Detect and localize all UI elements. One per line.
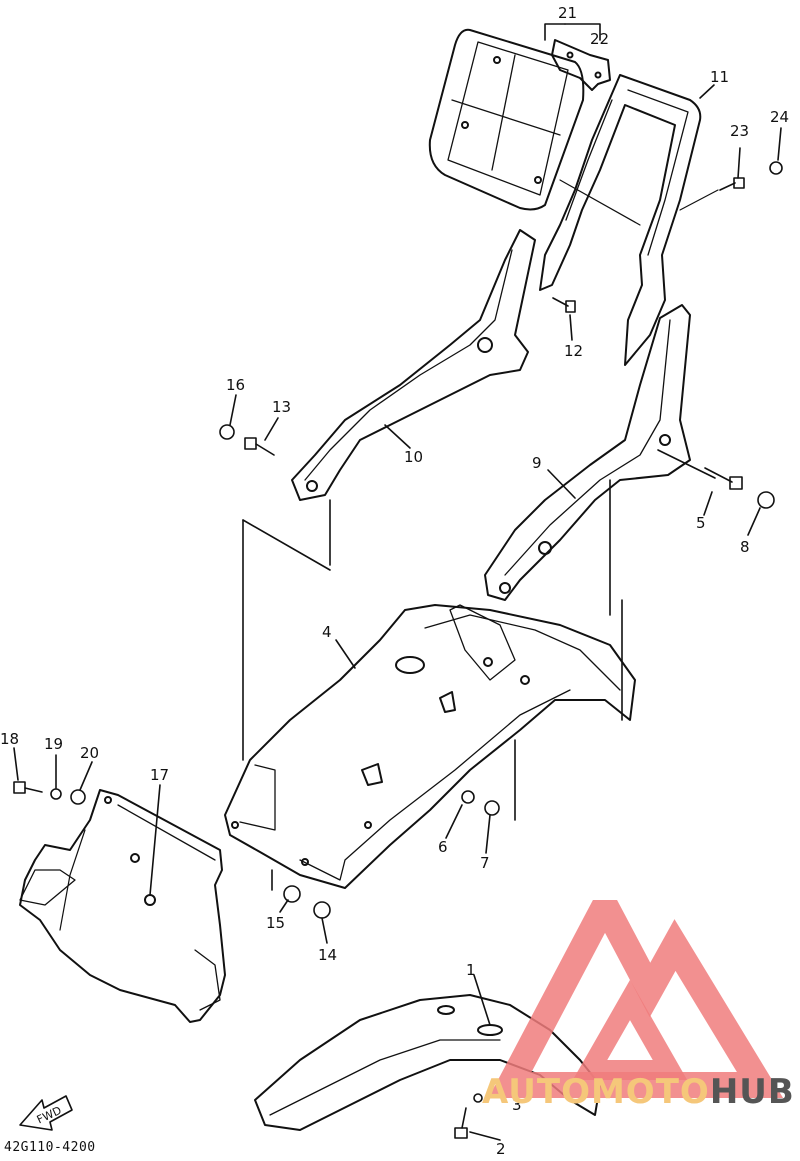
callout-22: 22 (590, 30, 609, 48)
callout-14: 14 (318, 946, 337, 964)
callout-12: 12 (564, 342, 583, 360)
watermark-wordmark: AUTOMOTOHUB (482, 1072, 795, 1112)
part-17-mud-flap (19, 789, 226, 1023)
part-11-upper-frame (539, 74, 719, 366)
assembly-guide-lines (242, 449, 716, 891)
watermark-word-a: AUTOMOTO (482, 1072, 710, 1112)
callout-11: 11 (710, 68, 729, 86)
callout-10: 10 (404, 448, 423, 466)
part-22-pad-bracket (551, 39, 611, 91)
callout-24: 24 (770, 108, 789, 126)
part-1-front-fender (254, 994, 601, 1131)
callout-8: 8 (740, 538, 750, 556)
callout-labels: 1 2 3 4 5 6 7 8 9 10 11 12 13 14 15 16 1… (0, 4, 789, 1158)
callout-15: 15 (266, 914, 285, 932)
part-10-left-stay (291, 229, 536, 501)
callout-7: 7 (480, 854, 490, 872)
callout-3: 3 (512, 1096, 522, 1114)
fasteners (13, 23, 783, 1141)
callout-13: 13 (272, 398, 291, 416)
callout-23: 23 (730, 122, 749, 140)
callout-4: 4 (322, 623, 332, 641)
forward-direction-arrow: FWD (19, 1095, 73, 1131)
fwd-label: FWD (35, 1104, 64, 1127)
diagram-code: 42G110-4200 (4, 1140, 96, 1155)
part-21-backrest-pad (428, 28, 585, 211)
callout-18: 18 (0, 730, 19, 748)
part-4-rear-fender (224, 604, 636, 889)
callout-19: 19 (44, 735, 63, 753)
part-9-right-stay (484, 304, 691, 601)
callout-21: 21 (558, 4, 577, 22)
callout-9: 9 (532, 454, 542, 472)
callout-5: 5 (696, 514, 706, 532)
watermark-logo-icon (488, 900, 784, 1098)
callout-17: 17 (150, 766, 169, 784)
callout-1: 1 (466, 961, 476, 979)
callout-2: 2 (496, 1140, 506, 1157)
callout-6: 6 (438, 838, 448, 856)
callout-16: 16 (226, 376, 245, 394)
callout-20: 20 (80, 744, 99, 762)
watermark-word-b: HUB (709, 1072, 795, 1112)
